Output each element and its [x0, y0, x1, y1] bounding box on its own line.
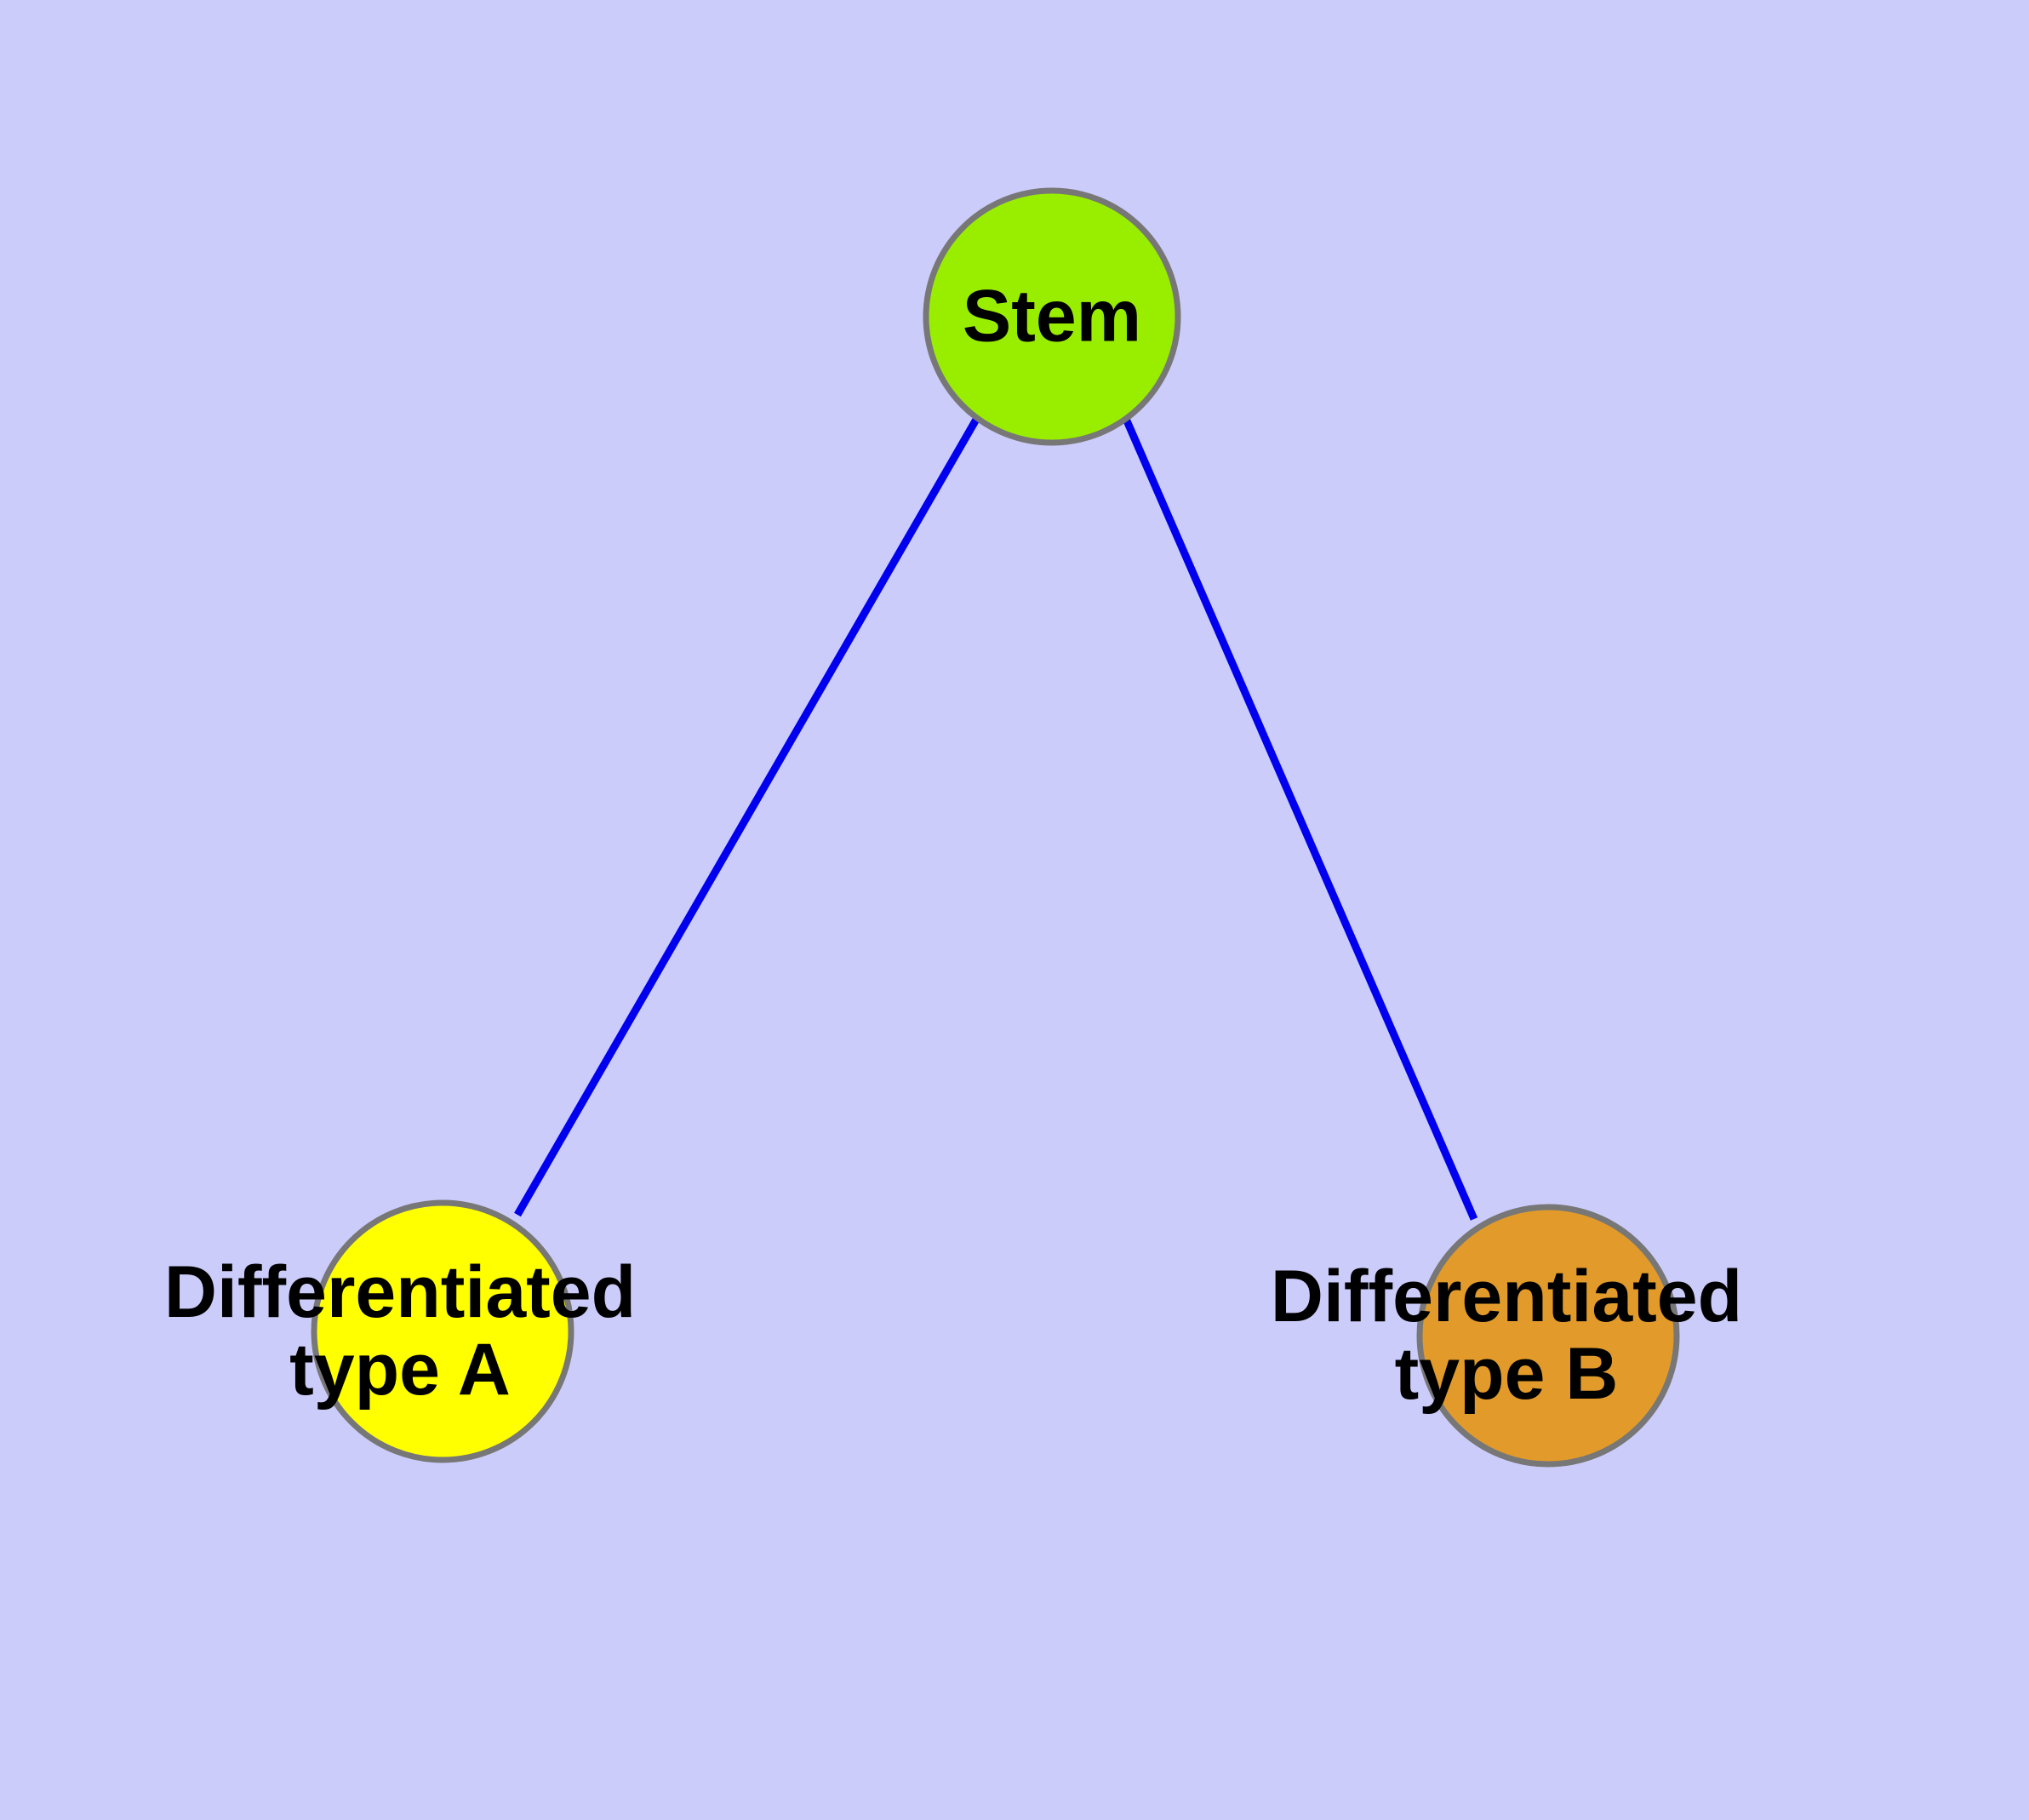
node-differentiated-type-b[interactable] [1416, 1204, 1680, 1468]
node-differentiated-type-a[interactable] [311, 1199, 574, 1463]
node-layer [311, 187, 1680, 1468]
edge-stem-to-differentiated-type-a[interactable] [514, 415, 980, 1217]
node-stem[interactable] [923, 187, 1181, 446]
edge-layer [514, 415, 1478, 1221]
edge-stem-to-differentiated-type-b[interactable] [1122, 417, 1478, 1221]
